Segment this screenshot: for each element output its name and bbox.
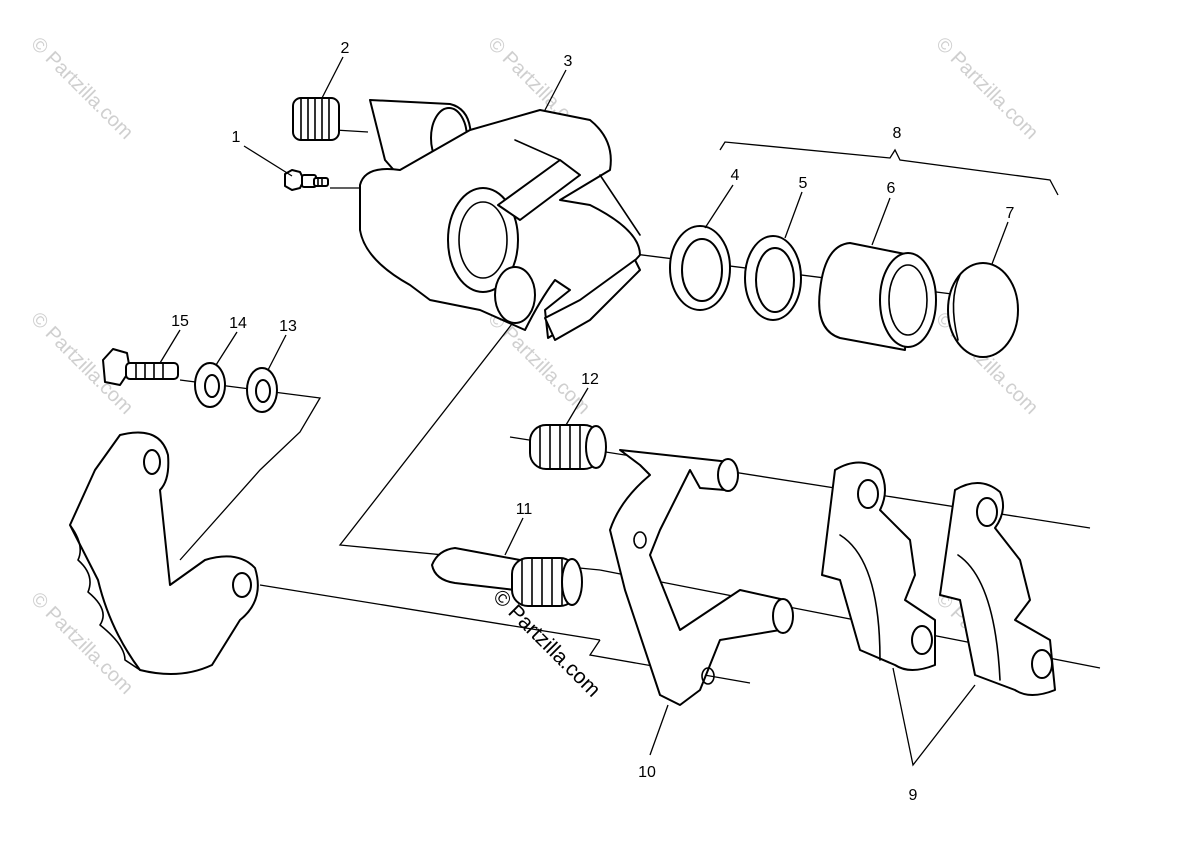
dust-cap [947,262,1019,358]
brake-pad [821,461,936,671]
mounting-bracket [69,431,259,675]
piston [818,242,937,351]
callout-9: 9 [909,787,918,804]
watermark: © Partzilla.com [931,33,1042,144]
caliper-body [359,99,641,341]
callout-4: 4 [731,167,740,184]
seal-ring [669,225,731,311]
callout-8: 8 [893,125,902,142]
callout-11: 11 [516,501,533,518]
seal-ring [744,235,802,321]
callout-12: 12 [581,371,599,388]
callout-7: 7 [1006,205,1015,222]
bolt [102,348,179,386]
callout-10: 10 [638,764,656,781]
spring [529,424,607,470]
callout-6: 6 [887,180,896,197]
callout-labels: 1 2 3 4 5 6 7 8 9 10 11 12 13 14 15 [171,40,1014,804]
guide-pin [431,547,583,607]
callout-15: 15 [171,313,189,330]
callout-5: 5 [799,175,808,192]
brake-pad [939,482,1056,696]
flat-washer [246,367,278,413]
leader-lines [159,56,1009,767]
threaded-plug [292,97,340,141]
callout-13: 13 [279,318,297,335]
callout-1: 1 [232,129,241,146]
callout-3: 3 [564,53,573,70]
caliper-bracket [609,449,794,706]
lock-washer [194,362,226,408]
group-bracket [719,141,1059,196]
bleeder-screw [284,169,329,191]
watermark: © Partzilla.com [26,33,137,144]
callout-2: 2 [341,40,350,57]
callout-14: 14 [229,315,247,332]
